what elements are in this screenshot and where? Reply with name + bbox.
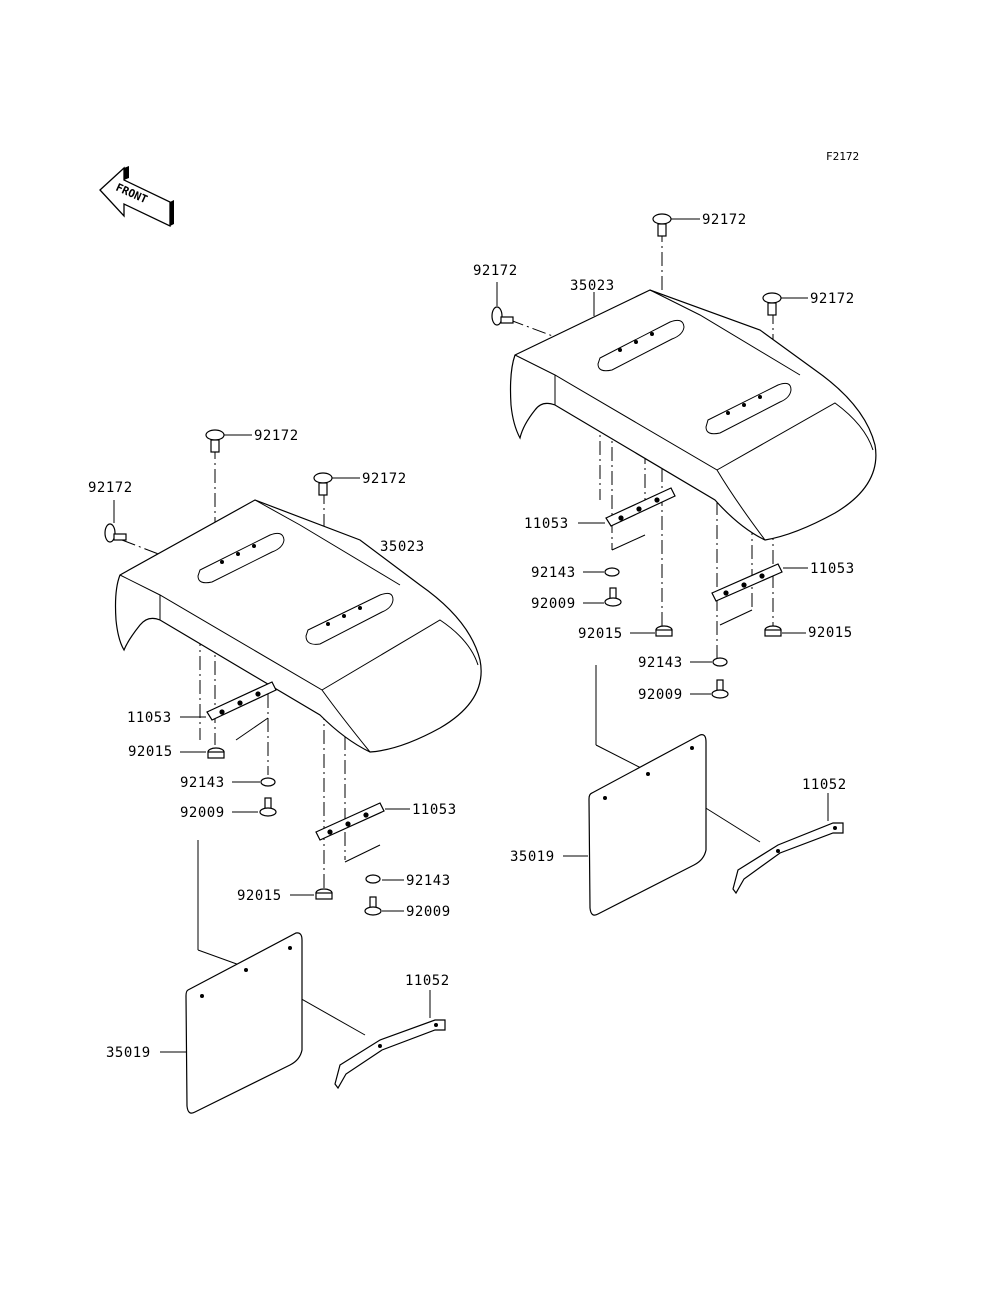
- label-92015-right-a: 92015: [578, 626, 623, 642]
- bolt-92009-left-b: [364, 896, 382, 916]
- mud-flap-35019-left: [185, 932, 303, 1114]
- label-35019-right: 35019: [510, 849, 555, 865]
- bolt-92009-left-a: [259, 797, 277, 817]
- label-35019-left: 35019: [106, 1045, 151, 1061]
- fender-pad-right-a: [597, 319, 685, 372]
- fender-pad-right-b: [705, 382, 792, 435]
- label-92172-left-top-b: 92172: [362, 471, 407, 487]
- flap-bracket-11052-right: [732, 822, 844, 895]
- fender-pad-left-a: [197, 532, 285, 584]
- left-assembly: 92172 92172 92172 35023 11053 11053 9201…: [88, 428, 482, 1114]
- label-92009-left-a: 92009: [180, 805, 225, 821]
- nut-92015-right-a: [655, 625, 673, 637]
- screw-92172-left-side: [104, 523, 127, 543]
- fender-pad-left-b: [305, 592, 394, 645]
- label-92143-left-b: 92143: [406, 873, 451, 889]
- label-11053-left-b: 11053: [412, 802, 457, 818]
- label-92009-right-a: 92009: [531, 596, 576, 612]
- nut-92015-left-a: [207, 747, 225, 759]
- bracket-11053-left-b: [315, 802, 385, 841]
- washer-92143-left-b: [365, 874, 381, 884]
- fender-35023-left: [114, 499, 482, 753]
- bracket-11053-left-a: [206, 681, 277, 721]
- figure-code: F2172: [826, 150, 859, 163]
- bolt-92009-right-a: [604, 587, 622, 607]
- screw-92172-left-top-a: [205, 429, 225, 453]
- front-arrow-icon: FRONT: [99, 166, 174, 228]
- flap-bracket-11052-left: [334, 1019, 446, 1090]
- label-92015-right-b: 92015: [808, 625, 853, 641]
- screw-92172-right-side: [491, 306, 514, 326]
- bracket-11053-right-a: [605, 487, 676, 527]
- washer-92143-left-a: [260, 777, 276, 787]
- washer-92143-right-b: [712, 657, 728, 667]
- mud-flap-35019-right: [588, 734, 707, 916]
- nut-92015-left-b: [315, 888, 333, 900]
- label-92015-left-a: 92015: [128, 744, 173, 760]
- bolt-92009-right-b: [711, 679, 729, 699]
- label-92015-left-b: 92015: [237, 888, 282, 904]
- label-11053-left-a: 11053: [127, 710, 172, 726]
- label-92143-right-a: 92143: [531, 565, 576, 581]
- screw-92172-right-top-b: [762, 292, 782, 316]
- bracket-11053-right-b: [711, 563, 783, 602]
- label-92172-right-top-a: 92172: [702, 212, 747, 228]
- right-assembly: 92172 92172 92172 35023 11053 11053 9214…: [473, 212, 877, 916]
- label-11053-right-b: 11053: [810, 561, 855, 577]
- label-92172-left-top-a: 92172: [254, 428, 299, 444]
- label-92172-right-top-b: 92172: [810, 291, 855, 307]
- label-92143-left-a: 92143: [180, 775, 225, 791]
- screw-92172-right-top-a: [652, 213, 672, 237]
- label-35023-right: 35023: [570, 278, 615, 294]
- screw-92172-left-top-b: [313, 472, 333, 496]
- label-11053-right-a: 11053: [524, 516, 569, 532]
- label-92009-right-b: 92009: [638, 687, 683, 703]
- label-11052-left: 11052: [405, 973, 450, 989]
- label-92009-left-b: 92009: [406, 904, 451, 920]
- washer-92143-right-a: [604, 567, 620, 577]
- label-11052-right: 11052: [802, 777, 847, 793]
- nut-92015-right-b: [764, 625, 782, 637]
- label-35023-left: 35023: [380, 539, 425, 555]
- label-92172-left-side: 92172: [88, 480, 133, 496]
- label-92143-right-b: 92143: [638, 655, 683, 671]
- fender-35023-right: [509, 289, 877, 541]
- label-92172-right-side: 92172: [473, 263, 518, 279]
